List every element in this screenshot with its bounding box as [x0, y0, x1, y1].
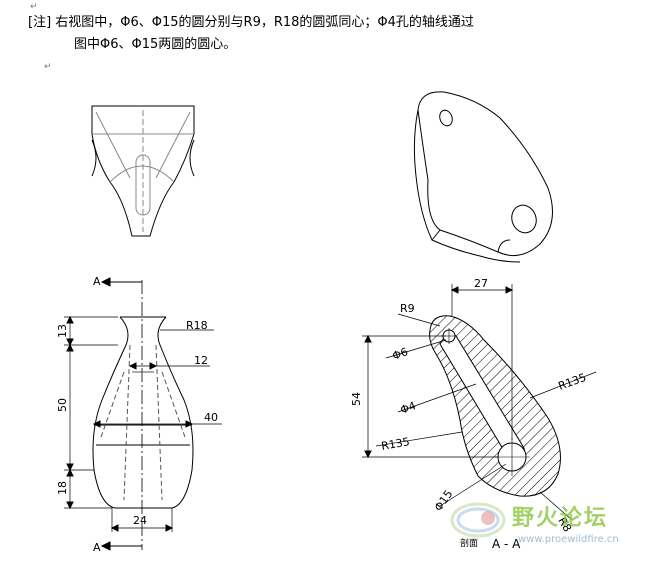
iso-view [413, 91, 553, 263]
watermark-url: www.proewildfire.cn [518, 534, 619, 545]
dim-r135-right: R135 [557, 371, 588, 393]
dim-phi6: Φ6 [391, 345, 410, 363]
dim-18: 18 [56, 481, 69, 495]
watermark-text: 野火论坛 [512, 506, 609, 531]
dim-54: 54 [350, 392, 363, 406]
label-a-bottom: A [93, 541, 101, 554]
paragraph-mark: ↵ [30, 2, 38, 12]
dim-40: 40 [204, 411, 218, 424]
dim-r9: R9 [400, 302, 415, 315]
dim-r18: R18 [186, 319, 208, 332]
dim-phi4: Φ4 [399, 399, 418, 417]
label-a-top: A [93, 275, 101, 288]
top-left-view [91, 105, 195, 237]
section-label: 剖面 [460, 537, 478, 549]
dim-24: 24 [133, 514, 147, 527]
dim-r8: R8 [555, 515, 574, 534]
watermark-logo [448, 498, 508, 546]
paragraph-mark: ↵ [44, 62, 52, 72]
front-view [64, 277, 222, 551]
dim-50: 50 [56, 398, 69, 412]
dim-27: 27 [474, 277, 488, 290]
section-label-aa: A - A [492, 537, 521, 551]
note-line-2: 图中Φ6、Φ15两圆的圆心。 [74, 37, 237, 52]
dim-r135-left: R135 [380, 435, 410, 453]
front-view-dimension-labels: A A R18 12 40 13 50 18 24 [56, 275, 218, 554]
section-view-dimension-labels: 27 R9 Φ6 Φ4 R135 R135 54 Φ15 R8 剖面 A - A [350, 277, 588, 551]
dim-12: 12 [194, 354, 208, 367]
note-line-1: [注] 右视图中，Φ6、Φ15的圆分别与R9，R18的圆弧同心；Φ4孔的轴线通过 [28, 15, 474, 30]
annotation-note: [注] 右视图中，Φ6、Φ15的圆分别与R9，R18的圆弧同心；Φ4孔的轴线通过… [28, 12, 474, 56]
section-view [362, 284, 597, 521]
dim-13: 13 [56, 324, 69, 338]
